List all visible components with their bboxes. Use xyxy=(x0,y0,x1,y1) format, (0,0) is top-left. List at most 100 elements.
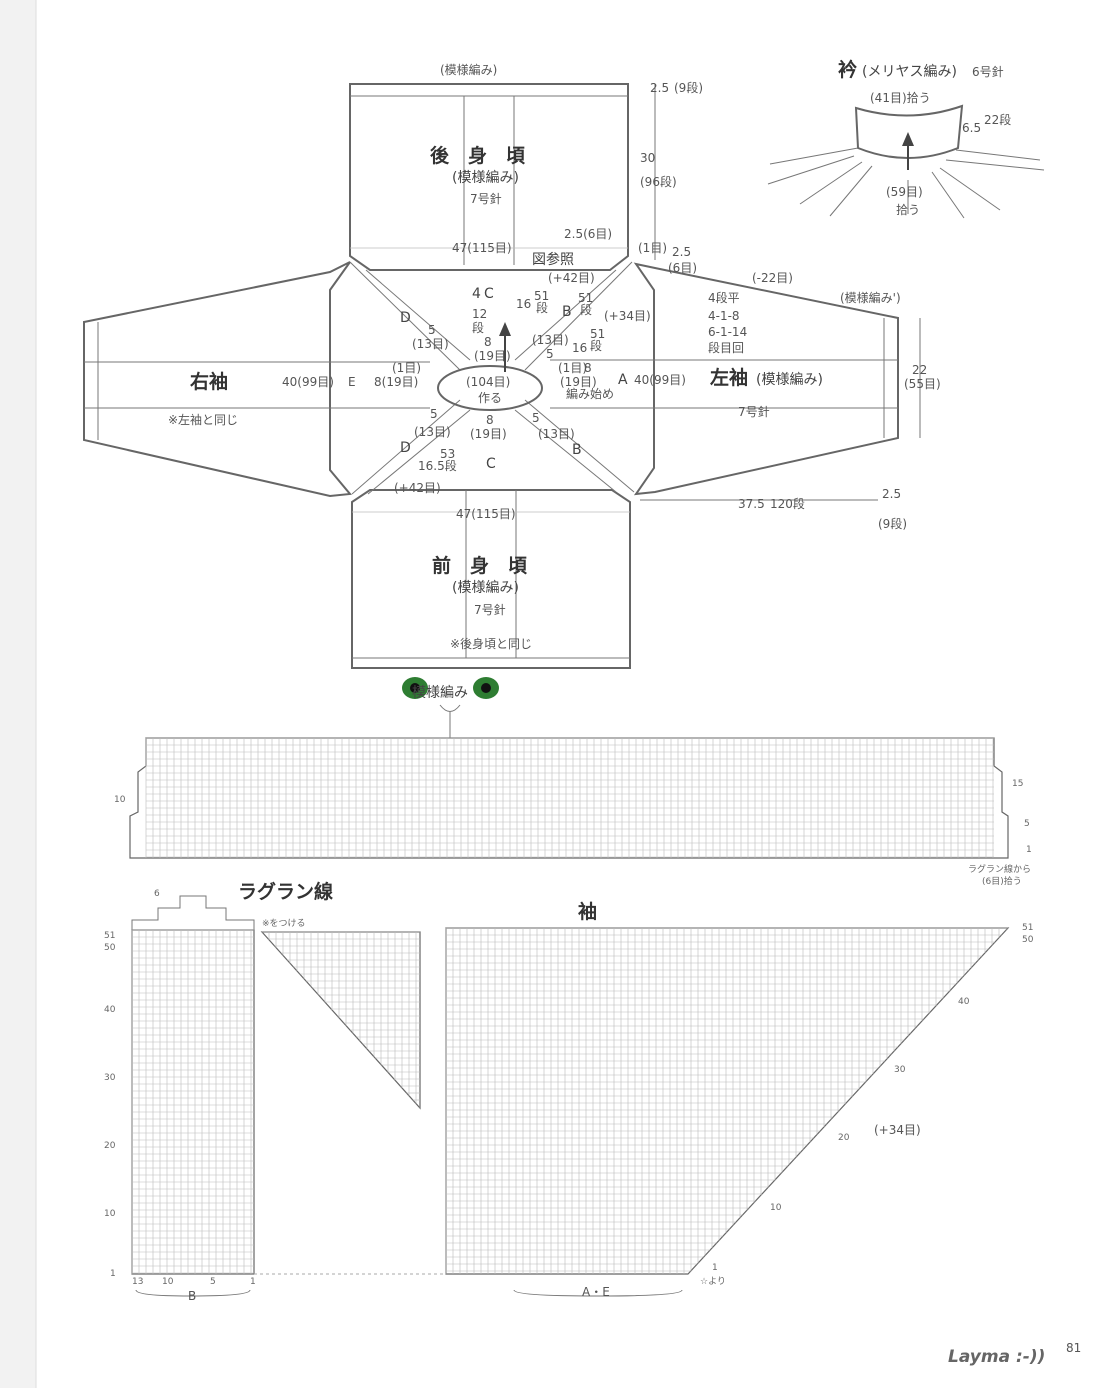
row-20: 20 xyxy=(104,1141,116,1151)
b-5: 5 xyxy=(546,347,554,361)
right-sleeve-title: 右袖 xyxy=(189,370,228,393)
star-attach: ※をつける xyxy=(262,918,306,929)
lower-b-13: (13目) xyxy=(538,427,575,441)
right-sleeve-note: ※左袖と同じ xyxy=(168,412,238,427)
left-sleeve-needle: 7号針 xyxy=(738,404,770,419)
row-10: 10 xyxy=(104,1209,116,1219)
front-note: ※後身頃と同じ xyxy=(450,636,532,651)
collar-pattern: (メリヤス編み) xyxy=(862,64,957,80)
band-row-10: 10 xyxy=(114,795,126,805)
r-40-99: 40(99目) xyxy=(282,375,334,389)
star-from: ☆より xyxy=(700,1276,726,1287)
r-row-20: 20 xyxy=(838,1133,850,1143)
center-make: 作る xyxy=(478,391,502,405)
left-sleeve-title: 左袖 xyxy=(710,366,748,389)
r-row-50: 50 xyxy=(1022,935,1034,945)
r-row-1: 1 xyxy=(712,1263,718,1273)
dim-2-5-r: 2.5 xyxy=(882,487,901,501)
bottom-pattern: 模様編み xyxy=(412,685,468,701)
band-row-5: 5 xyxy=(1024,819,1030,829)
page-gutter xyxy=(0,0,36,1388)
c-12-rows: 段 xyxy=(472,320,484,335)
front-needle: 7号針 xyxy=(474,602,506,617)
d-13: (13目) xyxy=(412,337,449,351)
plus-34: (+34目) xyxy=(604,309,651,323)
collar-diagram: 衿 (メリヤス編み) 6号針 (41目)拾う 6.5 22段 (59目) 拾う xyxy=(767,58,1045,219)
r-e: E xyxy=(348,375,356,389)
step-6: 6 xyxy=(154,889,160,899)
b-51: 51 xyxy=(534,289,549,303)
raglan-from: ラグラン線から xyxy=(968,863,1031,875)
dim-2-5: 2.5 xyxy=(650,81,669,95)
dim-22: 22 xyxy=(912,363,927,377)
back-body-outline xyxy=(349,83,629,271)
plus-42-top: (+42目) xyxy=(548,271,595,285)
c-label: C xyxy=(484,286,494,302)
front-title: 前 身 頃 xyxy=(432,554,528,577)
l-a: A xyxy=(618,372,628,388)
lower-c-19: (19目) xyxy=(470,427,507,441)
dec-rows-times: 段目回 xyxy=(708,340,744,355)
chart-plus-34: (+34目) xyxy=(874,1123,921,1137)
label-ae: A・E xyxy=(582,1285,610,1299)
c-12: 12 xyxy=(472,307,487,321)
col-1: 1 xyxy=(250,1277,256,1287)
r-row-40: 40 xyxy=(958,997,970,1007)
center-count: (104目) xyxy=(466,375,510,389)
lower-d-5: 5 xyxy=(430,407,438,421)
collar-title: 衿 xyxy=(838,58,857,81)
r-row-30: 30 xyxy=(894,1065,906,1075)
dec-4-rows: 4段平 xyxy=(708,290,740,305)
b-16: 16 xyxy=(516,297,531,311)
dim-30: 30 xyxy=(640,151,655,165)
back-pattern: (模様編み) xyxy=(452,170,519,186)
back-needle: 7号針 xyxy=(470,191,502,206)
raglan-pick: (6目)拾う xyxy=(982,875,1022,887)
collar-side-cm: 6.5 xyxy=(962,121,981,135)
dim-minus-22: (-22目) xyxy=(752,271,793,285)
collar-side-rows: 22段 xyxy=(984,112,1011,127)
raglan-line-title: ラグラン線 xyxy=(238,880,333,903)
b3-rows: 段 xyxy=(590,338,602,353)
sleeve-chart: 袖 (+34目) 51 50 40 30 20 10 1 ☆より A・E xyxy=(254,900,1034,1299)
dim-96-rows: (96段) xyxy=(640,174,677,189)
front-pattern: (模様編み) xyxy=(452,580,519,596)
b-label: B xyxy=(562,304,572,320)
dim-6-st: (6目) xyxy=(668,261,697,275)
band-row-1: 1 xyxy=(1026,845,1032,855)
col-13: 13 xyxy=(132,1277,143,1287)
row-1: 1 xyxy=(110,1269,116,1279)
d-label: D xyxy=(400,310,411,326)
dec-4-1-8: 4-1-8 xyxy=(708,309,740,323)
lower-53: 53 xyxy=(440,447,455,461)
row-51: 51 xyxy=(104,931,115,941)
label-b: B xyxy=(188,1289,196,1303)
back-pattern-top: (模様編み) xyxy=(440,62,497,77)
r-1-st: (1目) xyxy=(392,361,421,375)
collar-arrow-icon xyxy=(902,132,914,146)
front-body-outline xyxy=(351,489,631,669)
dim-120-rows: 120段 xyxy=(770,496,805,511)
neck-opening xyxy=(437,365,543,411)
b2-16: 16 xyxy=(572,341,587,355)
page-number: 81 xyxy=(1066,1341,1081,1355)
left-sleeve-pattern: (模様編み) xyxy=(756,372,823,388)
right-sleeve-outline xyxy=(83,261,352,498)
r-row-10: 10 xyxy=(770,1203,782,1213)
garment-schematic xyxy=(83,83,921,738)
knit-direction-arrow-icon xyxy=(499,322,511,336)
lower-c-8: 8 xyxy=(486,413,494,427)
dim-2-5-b: 2.5 xyxy=(672,245,691,259)
l-19: (19目) xyxy=(560,375,597,389)
lower-b-5: 5 xyxy=(532,411,540,425)
lower-c: C xyxy=(486,456,496,472)
back-title: 後 身 頃 xyxy=(430,144,526,167)
row-40: 40 xyxy=(104,1005,116,1015)
brand-signature: Layma :-)) xyxy=(948,1347,1045,1367)
l-40-99: 40(99目) xyxy=(634,373,686,387)
raglan-chart: ラグラン線 ※をつける 6 51 50 40 30 20 10 1 13 10 … xyxy=(104,880,421,1303)
see-chart: 図参照 xyxy=(532,251,574,268)
dim-1-st: (1目) xyxy=(638,241,667,255)
row-30: 30 xyxy=(104,1073,116,1083)
